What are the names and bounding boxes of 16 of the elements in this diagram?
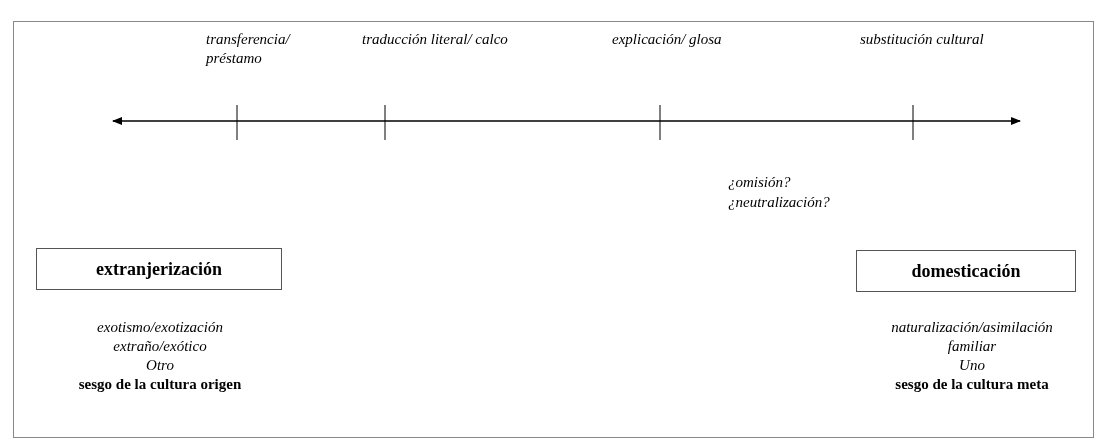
description-text: familiar: [947, 337, 997, 356]
description-text: exotismo/exotización: [97, 318, 223, 337]
axis-label: explicación/ glosa: [612, 30, 723, 49]
concept-box: extranjerización: [36, 248, 282, 290]
axis-label: traducción literal/ calco: [362, 30, 509, 49]
description-text: naturalización/asimilación: [891, 318, 1053, 337]
axis-label: substitución cultural: [860, 30, 985, 49]
concept-box: domesticación: [856, 250, 1076, 292]
axis-label: ¿neutralización?: [728, 193, 830, 212]
axis-label: transferencia/ préstamo: [206, 30, 292, 68]
description-text: sesgo de la cultura meta: [895, 375, 1049, 394]
axis-label: ¿omisión?: [728, 173, 791, 192]
description-text: Otro: [146, 356, 174, 375]
description-text: sesgo de la cultura origen: [78, 375, 242, 394]
description-text: extraño/exótico: [113, 337, 207, 356]
description-text: Uno: [959, 356, 985, 375]
